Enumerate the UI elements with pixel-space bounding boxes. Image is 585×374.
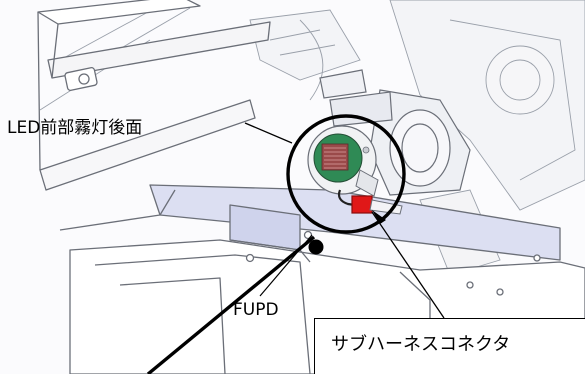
fupd-arrow: [146, 235, 316, 374]
sub-harness-connector-label: サブハーネスコネクタ: [331, 334, 511, 355]
led-fog-lamp-rear-label: LED前部霧灯後面: [7, 118, 143, 138]
leader-line-connector: [371, 211, 445, 319]
sub-harness-connector: [351, 195, 373, 214]
fupd-marker-dot: [308, 239, 324, 255]
connector-callout-box: [314, 318, 585, 374]
frame-rails: [37, 0, 271, 191]
led-lamp-rear: [307, 125, 379, 208]
fupd-label: FUPD: [233, 300, 279, 320]
leader-arrowhead: [372, 210, 386, 224]
harness-clip: [369, 199, 403, 215]
leader-line-led: [244, 122, 293, 144]
callout-circle: [286, 114, 406, 234]
